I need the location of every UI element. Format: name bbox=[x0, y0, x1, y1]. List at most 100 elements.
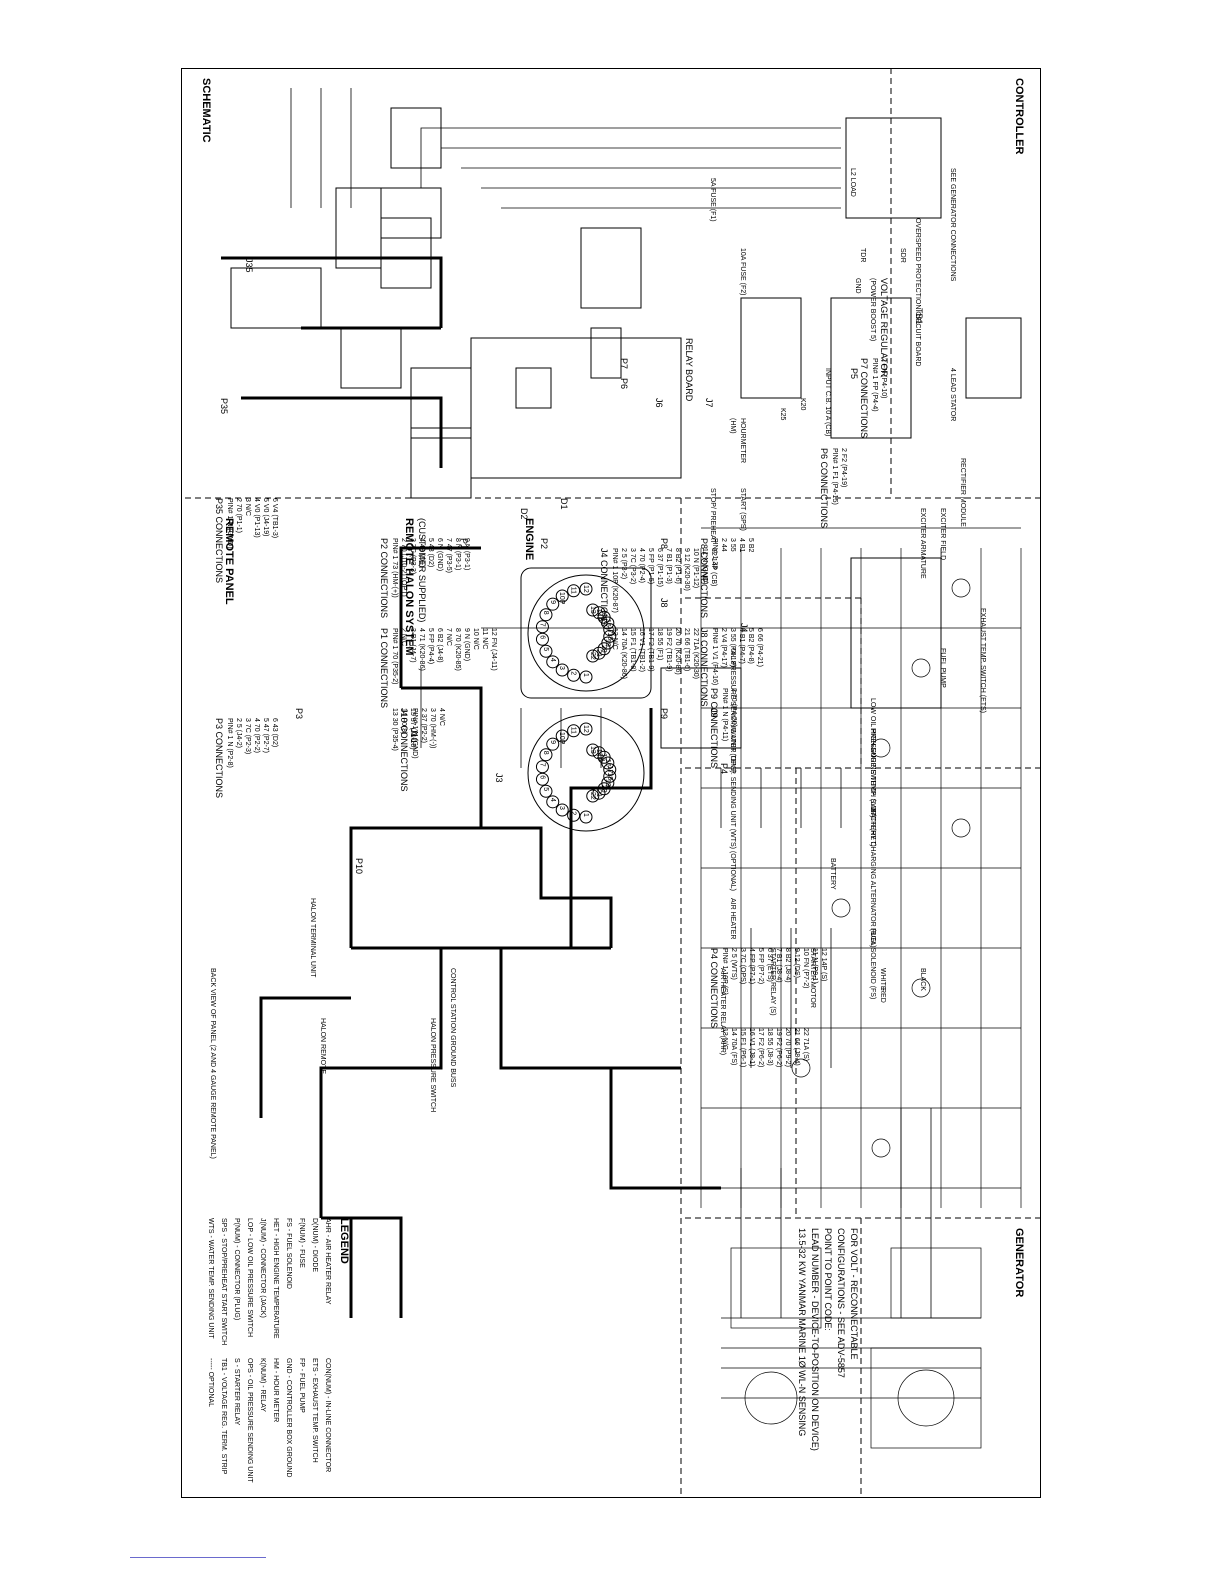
connection-row-p4: 16 V1 (J8-1) bbox=[748, 1028, 755, 1067]
connection-row-j4: 3 7C (P3-2) bbox=[629, 548, 636, 584]
j4-pin bbox=[579, 670, 593, 684]
p4-pin bbox=[546, 795, 560, 809]
connection-row-p35: 6 V4 (TB1-3) bbox=[271, 498, 278, 538]
connection-row-p1: 14 F0(8) bbox=[400, 708, 407, 734]
p4-pin bbox=[539, 784, 553, 798]
section-generator: GENERATOR bbox=[1013, 1228, 1025, 1297]
connection-row-p3: 5 47 (P2-7) bbox=[262, 718, 269, 753]
p4-pin bbox=[586, 789, 600, 803]
j4-pin bbox=[539, 644, 553, 658]
j6-label: J6 bbox=[654, 398, 664, 408]
connection-title-p35: P35 CONNECTIONS bbox=[214, 498, 224, 583]
p4-pin-label: 1 bbox=[582, 813, 589, 817]
halon-remote-label: HALON REMOTE bbox=[319, 1018, 326, 1074]
connection-row-p1: 10 N/C bbox=[472, 628, 479, 650]
p4-pin bbox=[567, 724, 581, 738]
j9-label: J9 bbox=[709, 708, 719, 718]
p4-pin bbox=[597, 782, 611, 796]
halon-pressure-label: HALON PRESSURE SWITCH bbox=[429, 1018, 436, 1112]
white-wire-label: WHITE bbox=[879, 968, 886, 991]
connection-row-p2: 7 47 (P3-5) bbox=[445, 538, 452, 573]
j4-pin bbox=[535, 632, 549, 646]
connection-row-j4: 19 F2 (TB1-9) bbox=[665, 628, 672, 672]
starter-relay-label: STARTER RELAY (S) bbox=[769, 948, 776, 1016]
legend-item: FP - FUEL PUMP bbox=[298, 1358, 305, 1413]
j4-pin bbox=[535, 620, 549, 634]
connection-row-p4: 3 7C (OPS) bbox=[739, 948, 746, 984]
j4-pin-label: 12 bbox=[582, 585, 589, 593]
p4-pin-label: 13 bbox=[589, 746, 596, 754]
legend-item: S - STARTER RELAY bbox=[233, 1358, 240, 1426]
p9-label: P9 bbox=[659, 708, 669, 719]
connection-row-p1: 4 71 (K20-86) bbox=[418, 628, 425, 671]
j4-pin-label: 7 bbox=[538, 623, 545, 627]
connection-title-p7: P7 CONNECTIONS bbox=[859, 358, 869, 438]
low-oil-label: LOW OIL PRESSURE SWITCH (LOP) bbox=[869, 698, 876, 818]
legend-item: ----- OPTIONAL bbox=[207, 1358, 214, 1407]
j4-pin bbox=[555, 663, 569, 677]
connection-row-p1: 11 N/C bbox=[481, 628, 488, 649]
drawing-frame bbox=[181, 68, 1041, 1498]
connection-row-p4: 8 B2 (J8-4) bbox=[784, 948, 791, 983]
control-station-label: CONTROL STATION GROUND BUSS bbox=[449, 968, 456, 1088]
rectifier-label: RECTIFIER MODULE bbox=[959, 458, 966, 527]
j4-pin bbox=[603, 629, 617, 643]
connection-title-p2: P2 CONNECTIONS bbox=[379, 538, 389, 618]
oil-pressure-label: OIL PRESSURE SENDING UNIT (OPS) bbox=[729, 648, 736, 773]
connection-row-p1: 7 N/C bbox=[445, 628, 452, 646]
section-remote-halon: REMOTE HALON SYSTEM bbox=[403, 518, 415, 656]
connection-row-p8: PIN# 1 33 bbox=[711, 538, 718, 569]
p4-pin-label: 19 bbox=[604, 779, 611, 787]
air-heater-label: AIR HEATER bbox=[729, 898, 736, 940]
water-temp-label: WATER TEMP. SENDING UNIT (WTS) (OPTIONAL… bbox=[729, 728, 736, 891]
battery-label: BATTERY bbox=[829, 858, 836, 890]
j4-pin bbox=[586, 603, 600, 617]
start-sps-label: START (SPS) bbox=[739, 488, 746, 531]
connection-title-j10: J10 CONNECTIONS bbox=[399, 708, 409, 792]
connection-row-p35: 3 N/C bbox=[244, 498, 251, 516]
connection-row-p2: 5 43 (D2) bbox=[427, 538, 434, 567]
legend-item: K(NUM) - RELAY bbox=[259, 1358, 266, 1412]
connection-row-j4: 13 N/C bbox=[611, 628, 618, 650]
legend-item: LOP - LOW OIL PRESSURE SWITCH bbox=[246, 1218, 253, 1337]
legend-item: FS - FUEL SOLENOID bbox=[285, 1218, 292, 1289]
j4-pin-label: 17 bbox=[606, 626, 613, 634]
gen-conn-label: SEE GENERATOR CONNECTIONS bbox=[949, 168, 956, 282]
connection-row-j8: 4 B1 (P4-7) bbox=[738, 628, 745, 664]
p4-pin-label: 2 bbox=[570, 811, 577, 815]
sdr-label: SDR bbox=[899, 248, 906, 263]
starter-motor-label: STARTER MOTOR bbox=[809, 948, 816, 1008]
note-line: POINT TO POINT CODE: bbox=[823, 1228, 833, 1331]
connection-row-p4: 6 37 (ETS) bbox=[766, 948, 773, 982]
legend-item: J(NUM) - CONNECTOR (JACK) bbox=[259, 1218, 266, 1318]
j4-pin-label: 1 bbox=[582, 673, 589, 677]
connection-title-p4: P4 CONNECTIONS bbox=[709, 948, 719, 1028]
p7-label: P7 bbox=[619, 358, 629, 369]
p4-pin bbox=[579, 722, 593, 736]
connection-row-p2: 6 N (GND) bbox=[436, 538, 443, 571]
connection-row-p2: 3 7C (P3-3) bbox=[409, 538, 416, 574]
fuel-pump-label: FUEL PUMP bbox=[939, 648, 946, 688]
connection-row-j4: 17 F2 (TB1-9) bbox=[647, 628, 654, 672]
connection-row-p4: 17 F2 (P6-2) bbox=[757, 1028, 764, 1067]
footer-link-line bbox=[130, 1557, 266, 1558]
legend-item: D(NUM) - DIODE bbox=[311, 1218, 318, 1272]
p35-label: P35 bbox=[219, 398, 229, 414]
connection-row-p9: 2 70 (P4-20) bbox=[730, 688, 737, 727]
halon-terminal-label: HALON TERMINAL UNIT bbox=[309, 898, 316, 978]
d2-label: D2 bbox=[519, 508, 529, 520]
connection-row-j8: PIN# 1 V1 (P4-16) bbox=[711, 628, 718, 685]
connection-row-p4: 2 5 (WTS) bbox=[730, 948, 737, 980]
high-engine-label: HIGH ENGINE TEMP. SWITCH (HET) bbox=[869, 728, 876, 847]
connection-row-p3: 4 70 (P2-2) bbox=[253, 718, 260, 753]
p10-label: P10 bbox=[354, 858, 364, 874]
k25-label: K25 bbox=[779, 408, 786, 421]
connection-row-j4: 22 71A (K20-30) bbox=[692, 628, 699, 679]
hm-label: (HM) bbox=[729, 418, 736, 434]
k20-label: K20 bbox=[799, 398, 806, 411]
power-boost-label: (POWER BOOST 5) bbox=[869, 278, 876, 341]
connection-row-j4: 21 66 (TB1-6) bbox=[683, 628, 690, 671]
p4-pin bbox=[586, 743, 600, 757]
j4-pin-label: 4 bbox=[549, 658, 556, 662]
